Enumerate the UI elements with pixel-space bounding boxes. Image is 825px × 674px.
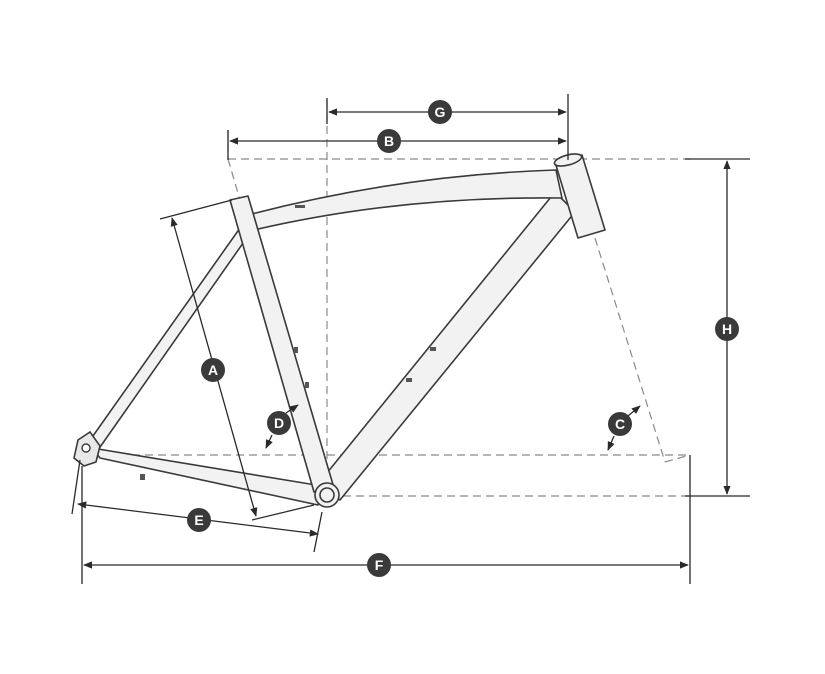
bottle-boss-1 — [294, 347, 298, 353]
head-tube-axis-line — [594, 237, 666, 463]
c-arrow-lower — [607, 435, 615, 451]
label-e: E — [194, 512, 203, 528]
label-a: A — [208, 362, 218, 378]
label-badge-f: F — [367, 553, 391, 577]
d-arrow-lower — [265, 434, 273, 449]
label-badge-g: G — [428, 100, 452, 124]
label-d: D — [274, 415, 284, 431]
bottle-boss-4 — [406, 378, 412, 382]
bottom-bracket-inner — [319, 487, 335, 503]
cable-guide — [295, 205, 305, 208]
c-arrow-upper — [627, 405, 641, 417]
e-left-tick — [71, 459, 81, 515]
fork-offset-line — [664, 454, 691, 463]
bike-frame — [73, 153, 606, 508]
bottle-boss-3 — [430, 347, 436, 351]
label-g: G — [435, 104, 446, 120]
chain-stay-bridge — [140, 474, 145, 480]
label-f: F — [375, 557, 384, 573]
label-badge-d: D — [267, 411, 291, 435]
e-right-tick — [313, 511, 323, 553]
rear-axle — [81, 443, 91, 453]
label-badge-h: H — [715, 317, 739, 341]
label-badge-a: A — [201, 358, 225, 382]
a-top-tick — [159, 199, 233, 220]
label-badge-e: E — [187, 508, 211, 532]
label-badge-c: C — [608, 412, 632, 436]
d-arrow-upper — [285, 404, 299, 414]
down-tube — [317, 191, 576, 501]
a-bottom-tick — [251, 504, 315, 521]
label-badge-b: B — [377, 129, 401, 153]
top-tube — [247, 169, 563, 231]
seat-tube — [229, 195, 335, 493]
bottle-boss-2 — [305, 382, 309, 388]
label-c: C — [615, 416, 625, 432]
chain-stay — [91, 447, 323, 506]
label-b: B — [384, 133, 394, 149]
seat-stay — [87, 227, 249, 451]
label-h: H — [722, 321, 732, 337]
